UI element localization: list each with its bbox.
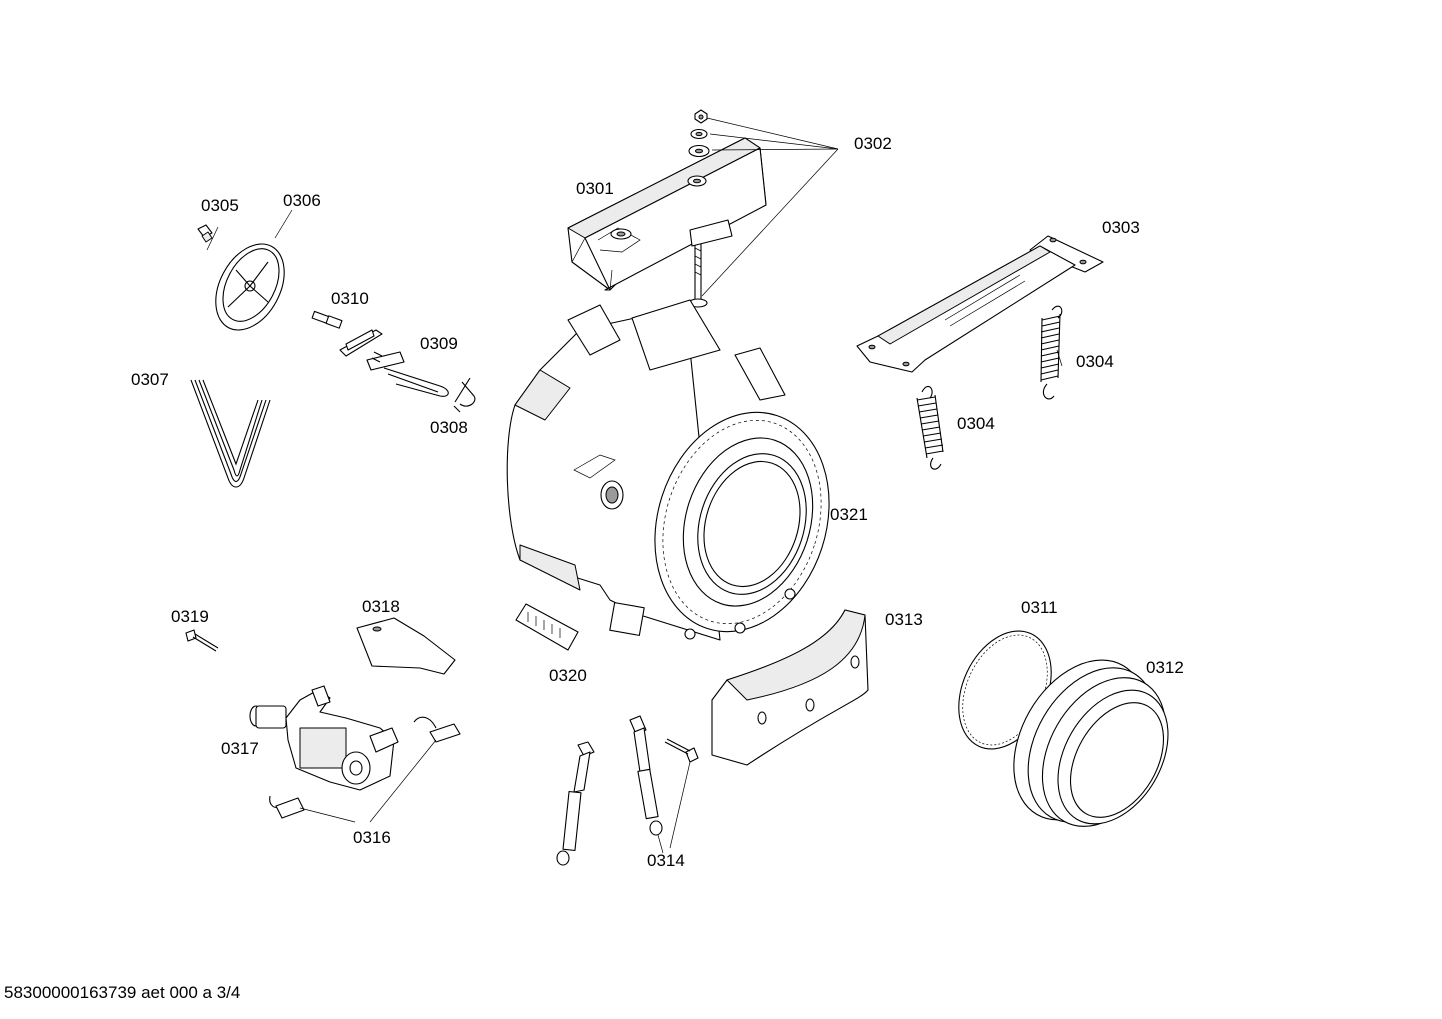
label-0310: 0310 (331, 289, 369, 308)
part-labels: 0301 0302 0303 0304 0304 0305 0306 0307 … (131, 134, 1184, 870)
part-0314-shock-absorbers (556, 715, 699, 866)
part-0312-door-seal (1013, 659, 1169, 827)
label-0309: 0309 (420, 334, 458, 353)
label-0321: 0321 (830, 505, 868, 524)
part-0308-clip (453, 377, 476, 413)
label-0308: 0308 (430, 418, 468, 437)
part-0302-fasteners (688, 109, 710, 308)
label-0304: 0304 (1076, 352, 1114, 371)
label-0302: 0302 (854, 134, 892, 153)
part-0316-connectors (269, 716, 461, 819)
label-0316: 0316 (353, 828, 391, 847)
part-0304-spring-right (1040, 305, 1063, 400)
part-0319-screw (185, 629, 219, 652)
part-0318-cover (356, 617, 456, 675)
part-0309-heater (366, 351, 449, 397)
part-0320-lint-filter (515, 603, 579, 651)
part-0301-bracket (567, 137, 767, 291)
part-0305-screw (197, 224, 213, 243)
label-0319: 0319 (171, 607, 209, 626)
label-0318: 0318 (362, 597, 400, 616)
label-0313: 0313 (885, 610, 923, 629)
label-0311: 0311 (1021, 598, 1058, 617)
document-id-footer: 58300000163739 aet 000 a 3/4 (4, 983, 240, 1002)
label-0307: 0307 (131, 370, 169, 389)
label-0303: 0303 (1102, 218, 1140, 237)
part-0313-counterweight (711, 609, 869, 766)
label-0305: 0305 (201, 196, 239, 215)
label-0317: 0317 (221, 739, 259, 758)
part-0306-pulley (215, 243, 285, 331)
part-0321-tub (506, 299, 830, 641)
label-0312: 0312 (1146, 658, 1184, 677)
part-0307-drive-belt (190, 379, 271, 488)
part-0310-sensor (311, 310, 383, 357)
label-0301: 0301 (576, 179, 614, 198)
label-0306: 0306 (283, 191, 321, 210)
part-0317-motor (249, 685, 399, 791)
leader-lines (206, 117, 1063, 854)
label-0304: 0304 (957, 414, 995, 433)
part-0303-strut (856, 235, 1104, 373)
label-0320: 0320 (549, 666, 587, 685)
part-0304-spring-left (916, 385, 944, 470)
label-0314: 0314 (647, 851, 685, 870)
